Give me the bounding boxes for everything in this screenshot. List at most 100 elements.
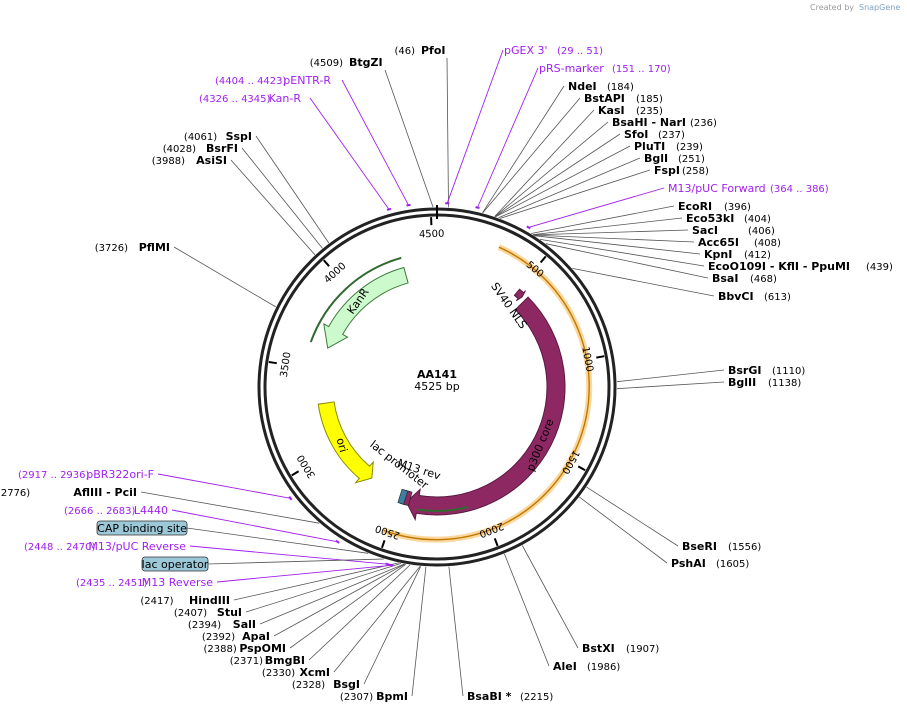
site-name-kasi: KasI [598, 104, 625, 117]
leader-bsabi [448, 566, 464, 697]
leader-bgli [498, 157, 641, 219]
site-name-kpni: KpnI [704, 248, 732, 261]
leader-bstxi [521, 545, 579, 649]
site-name-bstapi: BstAPI [584, 92, 625, 105]
site-name-alei: AleI [553, 660, 577, 673]
primer-leader-pentr-r [341, 79, 409, 206]
leader-bsai [545, 243, 709, 279]
primer-name-m13-reverse: M13 Reverse [142, 576, 213, 589]
primer-mark-l4440 [335, 539, 340, 544]
tick-label-3000: 3000 [295, 452, 318, 479]
tick-label-3500: 3500 [279, 351, 294, 378]
leader-hindiii [233, 562, 399, 601]
kanr-promoter-line [309, 256, 402, 343]
primer-mark-pbr322ori-f [288, 495, 293, 501]
leader-eco53ki [532, 217, 683, 235]
site-name-asisi: AsiSI [196, 154, 227, 167]
leader-bsahi-nari [494, 121, 609, 217]
tick-mark-500 [539, 255, 547, 264]
primer-mark-m13-puc-reverse [385, 562, 390, 566]
leader-ecori [531, 205, 675, 234]
site-name-bsabi: BsaBI * [467, 690, 512, 703]
site-pos-bbvci: (613) [764, 292, 791, 303]
primer-name-pgex-3: pGEX 3' [504, 44, 548, 57]
site-pos-acc65i: (408) [754, 238, 781, 249]
leader-bpmi [411, 566, 427, 697]
site-pos-hindiii: (2417) [140, 596, 173, 607]
primer-leader-l4440 [171, 509, 338, 543]
site-pos-bmgbi: (2371) [230, 656, 263, 667]
site-name-bbvci: BbvCI [718, 290, 754, 303]
site-pos-bsai: (468) [750, 274, 777, 285]
tick-mark-1000 [596, 355, 605, 359]
box-leader-cap-binding-site [186, 527, 369, 554]
site-name-btgzi: BtgZI [349, 56, 383, 69]
primer-mark-pentr-r [406, 203, 411, 207]
primer-range-pgex-3: (29 .. 51) [557, 46, 603, 57]
primer-leader-pbr322ori-f [157, 473, 291, 499]
site-name-sspi: SspI [226, 130, 252, 143]
leader-ndei [482, 85, 565, 214]
tick-label-4000: 4000 [322, 261, 348, 286]
site-name-pshai: PshAI [671, 557, 706, 570]
site-name-sfoi: SfoI [624, 128, 648, 141]
site-pos-bsabi: (2215) [520, 692, 553, 703]
site-name-eco53ki: Eco53kI [686, 212, 734, 225]
site-name-saci: SacI [692, 224, 718, 237]
site-name-stui: StuI [217, 606, 242, 619]
primer-leader-kan-r [309, 97, 390, 210]
sv40-nls-arrow [513, 288, 526, 302]
primer-mark-prs-marker [475, 206, 480, 209]
leader-asisi [230, 159, 316, 256]
site-pos-kasi: (235) [636, 106, 663, 117]
leader-bsrfi [241, 147, 323, 249]
tick-label-1000: 1000 [579, 346, 594, 373]
site-pos-pfoi: (46) [394, 46, 415, 57]
leader-ecoo109i-kfli-ppumi [540, 239, 705, 267]
leader-pluti [495, 145, 631, 218]
plasmid-name: AA141 [417, 368, 457, 381]
tick-label-1500: 1500 [559, 448, 581, 476]
site-pos-pspomi: (2388) [204, 644, 237, 655]
site-name-bmgbi: BmgBI [265, 654, 305, 667]
site-pos-fspi: (258) [682, 166, 709, 177]
site-name-sali: SalI [233, 618, 256, 631]
site-pos-pshai: (1605) [716, 559, 749, 570]
site-name-acc65i: Acc65I [698, 236, 739, 249]
tick-mark-2000 [493, 538, 499, 547]
site-pos-asisi: (3988) [152, 156, 185, 167]
p300-core-label: p300 core [524, 417, 557, 473]
leader-sali [259, 563, 405, 625]
primer-leader-prs-marker [477, 67, 539, 208]
site-pos-bpmi: (2307) [340, 692, 373, 703]
leader-pspomi [289, 563, 407, 649]
boxed-label-cap-binding-site: CAP binding site [97, 522, 187, 535]
site-pos-ndei: (184) [607, 82, 634, 93]
site-name-pfoi: PfoI [421, 44, 446, 57]
site-name-ecori: EcoRI [678, 200, 712, 213]
leader-alei [504, 553, 550, 667]
tick-mark-3500 [268, 361, 277, 365]
primer-leader-m13-puc-forward [528, 187, 665, 228]
primer-name-l4440: L4440 [134, 504, 168, 517]
primer-mark-m13-reverse [389, 563, 394, 567]
leader-stui [245, 563, 402, 613]
site-name-bseri: BseRI [682, 540, 717, 553]
leader-bbvci [572, 268, 715, 297]
ori-label: ori [334, 437, 350, 454]
kanr-feature-arrow [323, 266, 409, 349]
site-name-afliii-pcii: AflIII - PciI [73, 486, 137, 499]
leader-kpni [534, 235, 701, 255]
site-pos-bglii: (1138) [768, 378, 801, 389]
insert-highlight-line [383, 246, 590, 541]
leader-bsrgi [616, 369, 725, 383]
cap-site-marker [397, 488, 409, 505]
leader-bmgbi [308, 564, 411, 661]
leader-apai [273, 563, 405, 637]
primer-name-kan-r: Kan-R [269, 92, 302, 105]
site-pos-ecori: (396) [724, 202, 751, 213]
primer-range-l4440: (2666 .. 2683) [64, 506, 136, 517]
primer-range-m13-puc-reverse: (2448 .. 2470) [24, 542, 96, 553]
